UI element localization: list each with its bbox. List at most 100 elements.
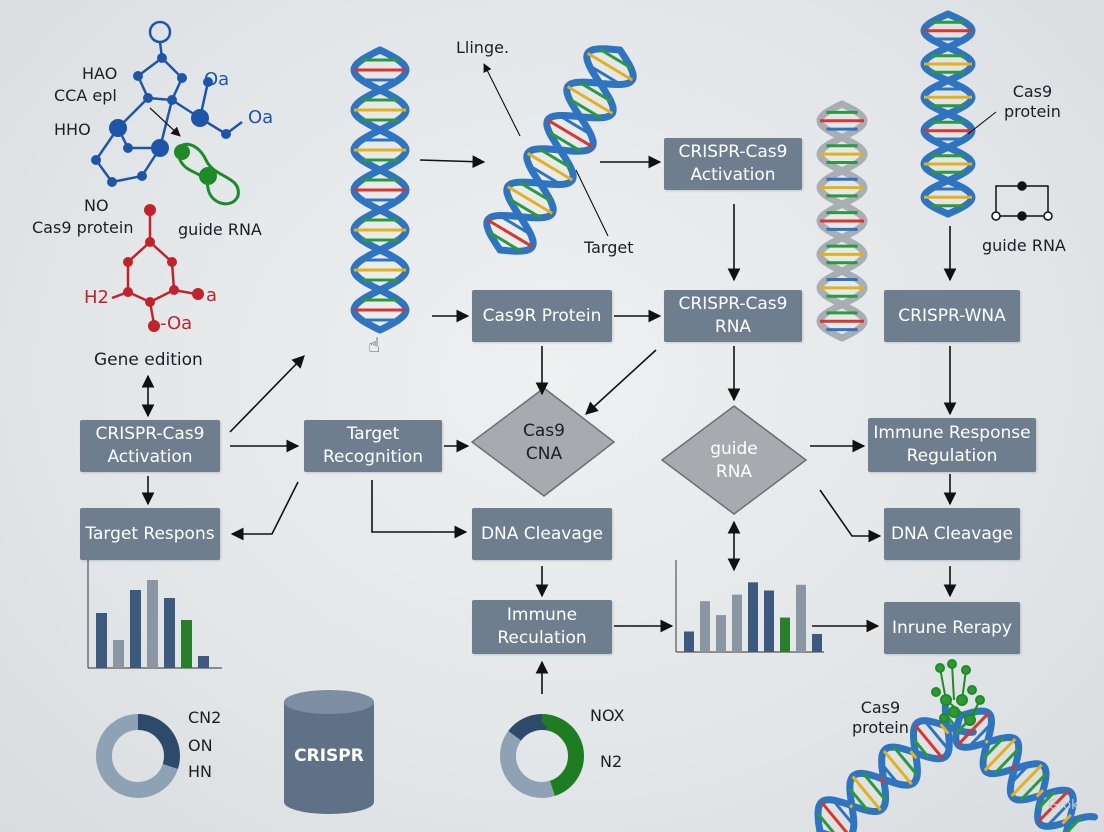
dna-helix-right (920, 10, 976, 218)
dna-base-pair (848, 787, 870, 812)
dna-base-pair (1009, 763, 1031, 785)
arrow-target-to-cleavage (371, 480, 468, 539)
dna-base-pair (558, 114, 592, 136)
dna-base-pair (598, 47, 632, 70)
green-cluster-molecule (931, 659, 985, 726)
box-inrune-rerapy: Inrune Rerapy (884, 602, 1020, 654)
box-dna-cleavage-mid: DNA Cleavage (472, 508, 612, 560)
label-cas9-protein-bottom: Cas9 protein (852, 698, 909, 737)
bar (684, 631, 694, 652)
dna-base-pair (498, 214, 532, 236)
bar (700, 601, 710, 652)
dna-base-pair (892, 746, 919, 777)
bar (812, 633, 822, 652)
dna-helix-twisted (483, 45, 637, 255)
donut-chart-mid (500, 714, 584, 798)
label-gene-edition: Gene edition (94, 350, 203, 370)
diamond-cas9-cna-shape (470, 387, 616, 497)
flow-arrows (141, 155, 957, 694)
watermark-text: Grok (1048, 798, 1079, 813)
label-o-mid: Oa (248, 107, 274, 128)
bar-chart-left (87, 558, 222, 669)
dna-base-pair (528, 164, 562, 186)
bar (113, 640, 124, 668)
dna-base-pair (851, 775, 882, 812)
dna-strand (483, 46, 637, 254)
arrow-activation-to-dna (229, 355, 305, 433)
dna-base-pair (983, 737, 1017, 772)
donut-segment (96, 714, 180, 798)
dna-helix-left (350, 46, 410, 334)
dna-helix-bottom-a (814, 696, 977, 832)
arrow-rna-to-cas9cna (585, 349, 657, 415)
dna-base-pair (882, 749, 913, 786)
dna-base-pair (568, 97, 602, 120)
label-n2: N2 (600, 752, 623, 771)
dna-base-pair (1065, 817, 1082, 832)
diamond-guide-rna-label: guide RNA (710, 439, 758, 482)
box-target-respons: Target Respons (80, 508, 220, 560)
dna-base-pair (912, 738, 930, 759)
dna-base-pair (578, 80, 612, 103)
box-label: CRISPR-Cas9 RNA (678, 294, 788, 337)
blue-molecule-atoms (91, 53, 231, 187)
bar (164, 598, 175, 668)
dna-base-pair (848, 804, 854, 809)
dna-helix-group (350, 10, 1098, 832)
box-dna-cleavage-right: DNA Cleavage (884, 508, 1020, 560)
label-h2: H2 (84, 287, 109, 308)
box-label: Immune Reculation (497, 605, 587, 648)
crispr-cylinder (284, 690, 374, 814)
diamond-guide-rna-shape (660, 405, 808, 515)
dna-base-pair (486, 218, 534, 248)
arrow-target-to-respons (230, 481, 299, 541)
donut-segment (500, 714, 584, 798)
label-cca-epl: CCA epl (54, 86, 117, 105)
bar (96, 613, 107, 668)
label-hn: HN (188, 762, 212, 781)
box-label: CRISPR-Cas9 Activation (678, 142, 788, 185)
dna-base-pair (880, 763, 900, 785)
box-crispr-cas9-rna: CRISPR-Cas9 RNA (664, 290, 802, 342)
bar (748, 582, 758, 652)
pointer-lines (483, 63, 997, 237)
dna-base-pair (879, 777, 886, 784)
dna-base-pair (548, 130, 582, 153)
dna-base-pair (909, 750, 918, 760)
dna-base-pair (820, 801, 849, 832)
label-guide-rna-left: guide RNA (178, 220, 262, 239)
dna-base-pair (982, 737, 1005, 760)
dna-base-pair (538, 147, 572, 170)
bar-chart-mid (675, 560, 824, 653)
box-crispr-cas9-activation-left: CRISPR-Cas9 Activation (80, 420, 220, 472)
dna-base-pair (508, 197, 542, 220)
pointer-llinge (483, 63, 521, 137)
dna-base-pair (1019, 772, 1048, 802)
box-target-recognition: Target Recognition (304, 420, 442, 472)
dna-helix-bottom-b (952, 707, 1098, 832)
label-on: ON (188, 736, 213, 755)
dna-base-pair (588, 64, 622, 86)
dna-strand (920, 10, 976, 218)
arrow-guide-to-cleavage-right (819, 489, 882, 543)
dna-base-pair (831, 799, 855, 827)
label-o-top: Oa (204, 69, 230, 90)
bar (764, 590, 774, 652)
box-cas9r-protein: Cas9R Protein (472, 290, 612, 342)
dna-base-pair (967, 722, 993, 749)
dna-base-pair (586, 52, 634, 82)
label-o-bottom: -Oa (160, 313, 193, 334)
green-molecule-atoms (174, 144, 217, 185)
dna-base-pair (1045, 797, 1075, 828)
box-label: DNA Cleavage (480, 523, 604, 544)
dna-base-pair (546, 118, 594, 148)
dna-base-pair (1037, 790, 1056, 810)
dna-base-pair (816, 812, 836, 832)
dna-base-pair (488, 230, 522, 253)
box-immune-response-regulation: Immune Response Regulation (868, 418, 1036, 472)
dna-base-pair (957, 712, 990, 746)
dna-base-pair (526, 152, 574, 182)
dna-base-pair (566, 85, 614, 115)
label-target: Target (584, 238, 634, 257)
